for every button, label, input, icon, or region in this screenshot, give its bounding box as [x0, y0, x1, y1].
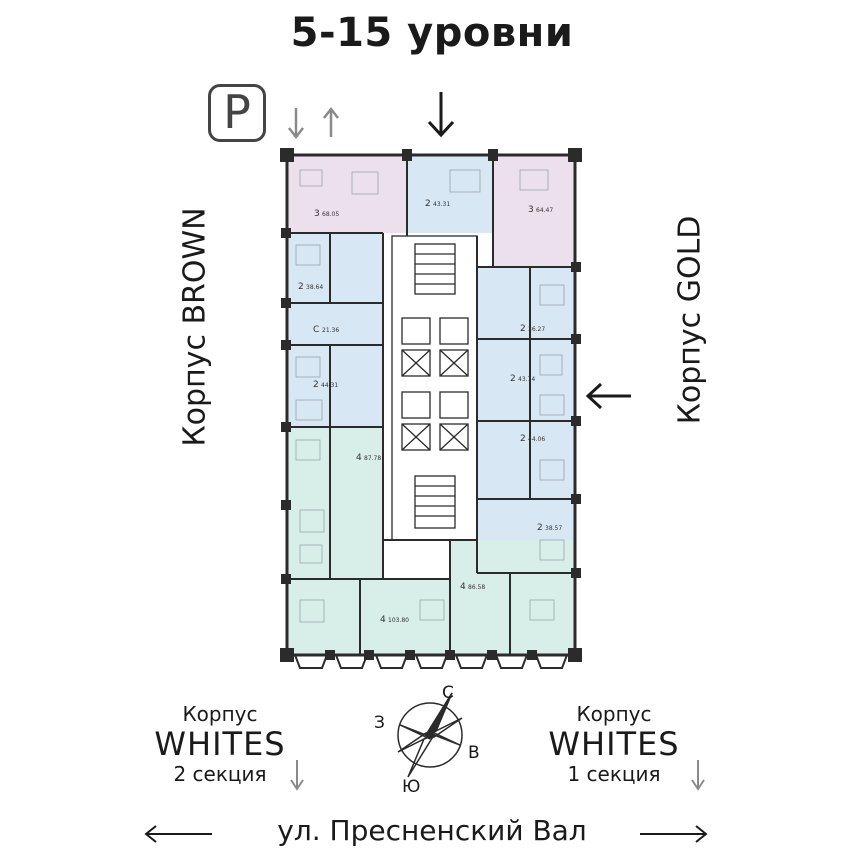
apartment-area: 36.27	[528, 326, 545, 333]
apartment-area: 86.58	[468, 584, 485, 591]
entrance-top-arrow-icon	[427, 92, 455, 138]
page-title: 5-15 уровни	[290, 10, 574, 56]
apartment-rooms: 4	[356, 453, 362, 463]
apartment-rooms: 2	[520, 324, 526, 334]
compass-south: Ю	[402, 777, 420, 797]
apartment-rooms: С	[313, 325, 319, 335]
bay-windows	[294, 654, 568, 669]
building-core	[391, 235, 478, 541]
apartment-rooms: 2	[520, 434, 526, 444]
whites-name: WHITES	[154, 725, 286, 763]
furniture	[295, 169, 565, 623]
street-right-arrow-icon	[640, 825, 708, 843]
compass-rose-icon	[397, 692, 463, 778]
apartment-area: 38.64	[306, 284, 323, 291]
apartment-rooms: 3	[528, 205, 534, 215]
apartment-rooms: 2	[298, 282, 304, 292]
apartment-labels: 3 68.05 2 43.31 3 64.47 2 38.64 2 36.27 …	[298, 199, 562, 625]
apartment-rooms: 3	[314, 209, 320, 219]
whites-section-2: Корпус WHITES 2 секция	[140, 702, 300, 786]
apartment-area: 43.74	[518, 376, 535, 383]
parking-up-arrow-icon	[323, 106, 339, 137]
whites-korpus-label: Корпус	[182, 702, 258, 726]
whites-section-label: 1 секция	[567, 762, 661, 786]
structural-columns	[280, 148, 582, 662]
apartment-rooms: 2	[425, 199, 431, 209]
apartment-rooms: 4	[380, 615, 386, 625]
apartment-area: 38.57	[545, 525, 562, 532]
entrance-right-arrow-icon	[585, 382, 631, 410]
apartment-area: 64.47	[536, 207, 553, 214]
parking-symbol: P	[223, 85, 251, 139]
apartment-rooms: 2	[313, 380, 319, 390]
apartment-area: 103.80	[388, 617, 409, 624]
whites-name: WHITES	[548, 725, 680, 763]
compass-east: В	[468, 743, 480, 763]
building-brown-label: Корпус BROWN	[177, 207, 213, 447]
building-gold-label: Корпус GOLD	[672, 215, 708, 425]
interior-walls	[287, 155, 575, 655]
apartment-rooms: 2	[510, 374, 516, 384]
section-1-down-arrow-icon	[691, 760, 705, 791]
street-left-arrow-icon	[144, 825, 212, 843]
apartment-area: 43.31	[433, 201, 450, 208]
apartment-area: 87.78	[364, 455, 381, 462]
street-name: ул. Пресненский Вал	[277, 814, 587, 847]
compass-letters: С В Ю З	[374, 683, 480, 797]
compass-north: С	[442, 683, 454, 703]
compass-west: З	[374, 713, 385, 733]
apartment-area: 44.06	[528, 436, 545, 443]
apartment-area: 21.36	[322, 327, 339, 334]
section-2-down-arrow-icon	[290, 760, 304, 791]
whites-section-label: 2 секция	[173, 762, 267, 786]
parking-icon: P	[208, 84, 266, 142]
apartment-rooms: 4	[460, 582, 466, 592]
apartment-area: 44.31	[321, 382, 338, 389]
whites-korpus-label: Корпус	[576, 702, 652, 726]
parking-down-arrow-icon	[288, 108, 304, 140]
apartment-zones	[287, 155, 575, 655]
whites-section-1: Корпус WHITES 1 секция	[534, 702, 694, 786]
apartment-rooms: 2	[537, 523, 543, 533]
apartment-area: 68.05	[322, 211, 339, 218]
outer-wall	[285, 153, 577, 657]
